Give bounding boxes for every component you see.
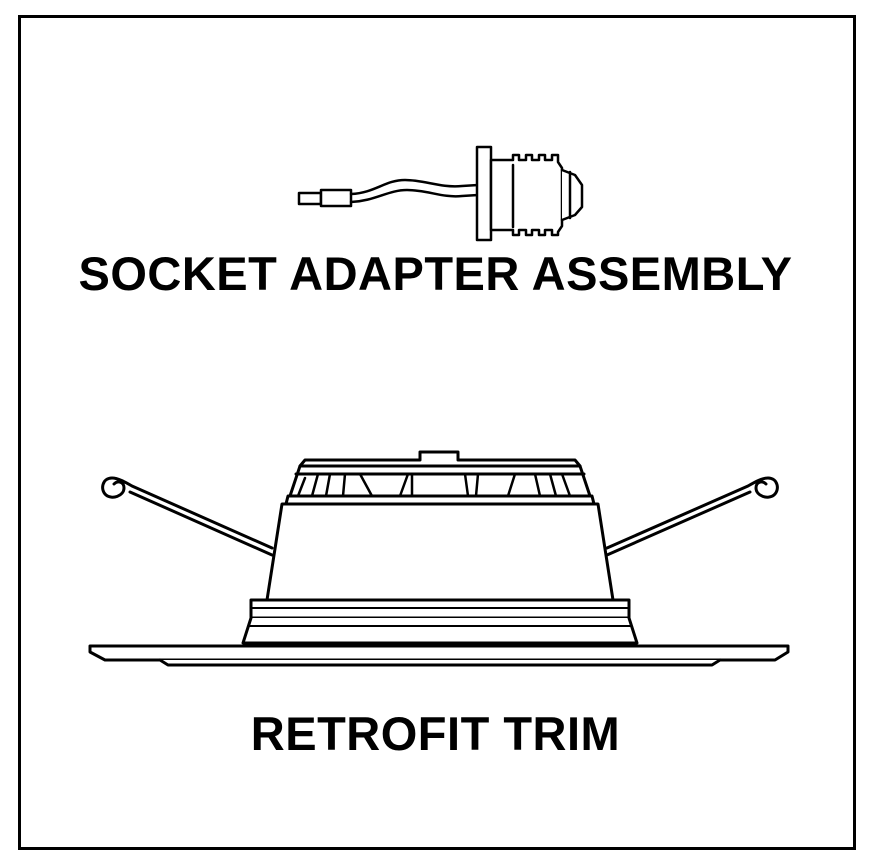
diagram-frame <box>18 15 856 850</box>
retrofit-trim-label: RETROFIT TRIM <box>250 707 621 760</box>
socket-adapter-assembly-label: SOCKET ADAPTER ASSEMBLY <box>78 247 793 300</box>
